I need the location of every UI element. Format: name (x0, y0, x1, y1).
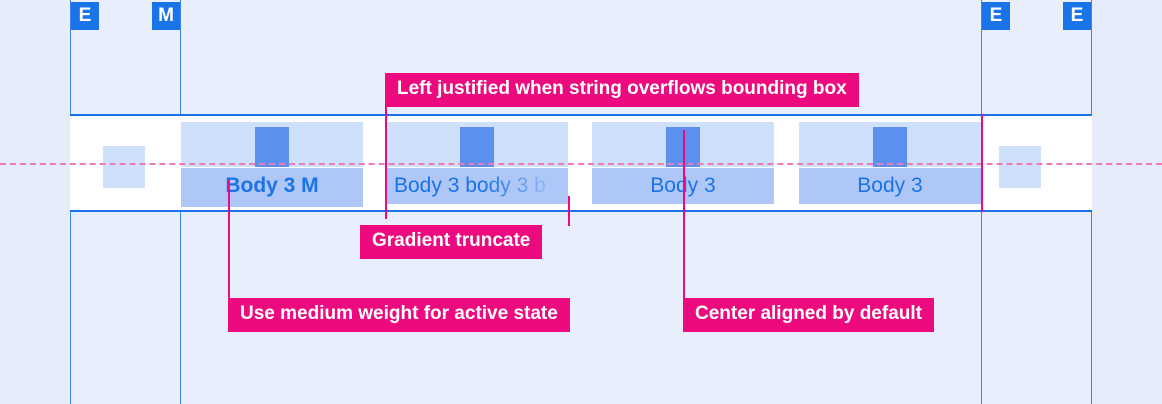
tab-item-3[interactable]: Body 3 (799, 122, 981, 204)
badge-e-right-outer: E (1063, 2, 1091, 30)
callout-medium-weight: Use medium weight for active state (228, 298, 570, 332)
tab-item-1[interactable]: Body 3 body 3 b (386, 122, 568, 204)
leader-line-center-aligned (683, 130, 685, 298)
tab-label: Body 3 M (225, 174, 319, 197)
tab-label: Body 3 (650, 174, 716, 197)
leader-line-gradient (568, 196, 570, 226)
leader-line-overflow (385, 104, 387, 219)
tab-label: Body 3 (857, 174, 923, 197)
tab-label-slot: Body 3 M (181, 168, 363, 204)
callout-overflow: Left justified when string overflows bou… (385, 73, 859, 107)
callout-center-aligned: Center aligned by default (683, 298, 934, 332)
tab-label-slot: Body 3 (799, 168, 981, 204)
leading-edge-spacer (103, 146, 145, 188)
square-glyph-icon (255, 127, 289, 167)
right-gutter (1092, 0, 1162, 404)
badge-e-left: E (71, 2, 99, 30)
callout-gradient-truncate: Gradient truncate (360, 225, 543, 259)
square-glyph-icon (460, 127, 494, 167)
leader-line-edge-right (981, 114, 983, 212)
trailing-edge-spacer (999, 146, 1041, 188)
tab-active-underline (181, 204, 363, 207)
tab-label: Body 3 body 3 b (394, 174, 546, 197)
tab-label-slot: Body 3 body 3 b (386, 168, 568, 204)
left-gutter (0, 0, 70, 404)
square-glyph-icon (873, 127, 907, 167)
leader-line-medium-weight (228, 180, 230, 298)
vertical-center-baseline (0, 163, 1162, 165)
badge-e-right-inner: E (982, 2, 1010, 30)
badge-m-left: M (152, 2, 180, 30)
tab-item-0[interactable]: Body 3 M (181, 122, 363, 204)
